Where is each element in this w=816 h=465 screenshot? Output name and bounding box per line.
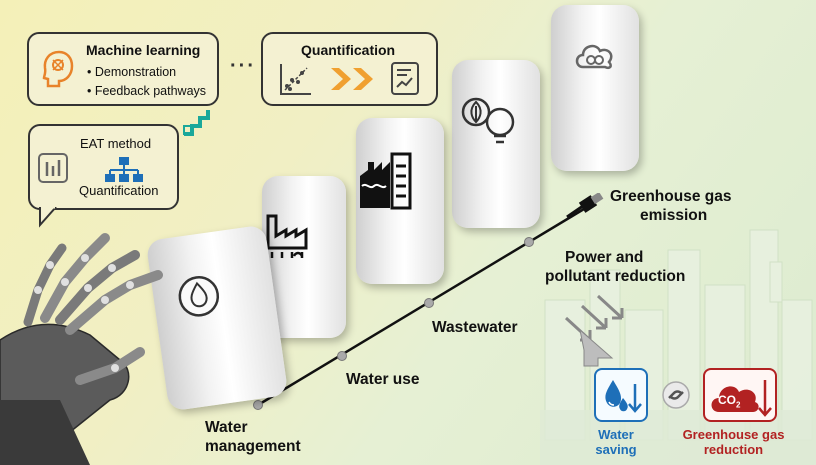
wastewater-plant-icon [360, 152, 412, 210]
greenhouse-line2: emission [640, 207, 708, 224]
quantification-box: Quantification [261, 32, 438, 106]
machine-learning-title: Machine learning [86, 42, 201, 58]
power-line1: Power and [565, 249, 644, 266]
ghg-reduction-label: Greenhouse gas reduction [676, 427, 791, 457]
co2-subscript: 2 [736, 400, 741, 410]
speech-tail [39, 207, 57, 228]
teal-steps-icon [183, 110, 210, 136]
water-saving-line2: saving [595, 442, 637, 457]
eat-quantification-label: Quantification [79, 183, 159, 198]
water-management-label: Water management [205, 418, 301, 456]
machine-learning-box: Machine learning • Demonstration • Feedb… [27, 32, 219, 106]
device-power [452, 60, 540, 228]
water-saving-label: Water saving [580, 427, 652, 457]
brain-head-icon [42, 50, 74, 88]
connector-dots: ··· [230, 55, 256, 77]
leaf-bulb-icon [461, 97, 515, 144]
link-icon [662, 381, 690, 409]
device-water-use [262, 176, 346, 338]
greenhouse-line1: Greenhouse gas [610, 188, 732, 205]
co2-label: CO2 [718, 393, 740, 409]
co2-cloud-icon [575, 44, 613, 70]
water-use-label: Water use [346, 371, 420, 388]
water-drop-icon [605, 380, 642, 413]
co2-reduction-box: CO2 [703, 368, 777, 422]
wastewater-label: Wastewater [432, 319, 518, 336]
power-line2: pollutant reduction [545, 268, 686, 285]
power-pollutant-label: Power and pollutant reduction [545, 248, 685, 286]
chevron-arrows-icon [331, 68, 373, 90]
co2-text: CO [718, 393, 736, 407]
water-drop-icon [178, 276, 220, 317]
device-wastewater [356, 118, 444, 284]
report-chart-icon [391, 62, 419, 95]
greenhouse-emission-label: Greenhouse gas emission [610, 187, 731, 225]
feedback-pathways-label: • Feedback pathways [87, 84, 207, 98]
device-water-management [145, 224, 289, 412]
eat-method-box: EAT method Quantification [28, 124, 179, 210]
usb-cable-icon [566, 193, 604, 219]
water-saving-box [594, 368, 648, 422]
water-saving-line1: Water [598, 427, 634, 442]
water-management-line1: Water [205, 419, 248, 436]
scatter-plot-icon [280, 64, 311, 95]
demonstration-label: • Demonstration [87, 65, 177, 79]
hierarchy-icon [105, 157, 143, 182]
quantification-title: Quantification [301, 42, 396, 58]
ghg-reduction-line2: reduction [703, 442, 764, 457]
co2-cloud-down-icon [711, 380, 772, 417]
bar-chart-icon [38, 153, 68, 183]
ghg-reduction-line1: Greenhouse gas [682, 427, 785, 442]
water-management-line2: management [205, 438, 301, 455]
eat-method-title: EAT method [80, 136, 152, 151]
factory-icon [266, 214, 308, 258]
device-greenhouse [551, 5, 639, 171]
